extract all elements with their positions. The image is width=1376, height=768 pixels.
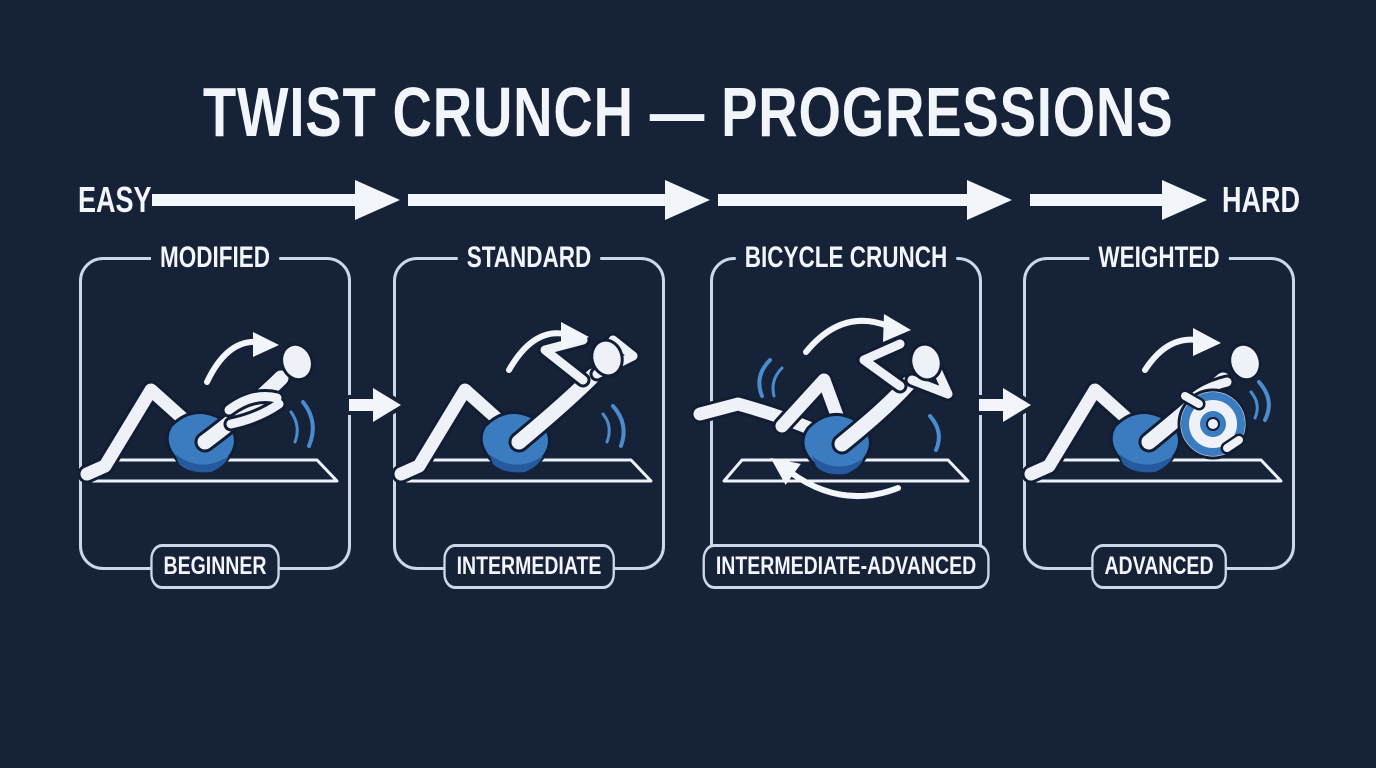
progression-arrow-2 — [408, 180, 710, 220]
panel-modified: MODIFIED BEGINNER — [77, 239, 351, 589]
motion-lines — [289, 400, 315, 448]
bicycle-crunch-figure — [690, 314, 970, 500]
panel-title: BICYCLE CRUNCH — [735, 239, 957, 277]
panel-title: WEIGHTED — [1089, 239, 1229, 277]
motion-lines — [601, 404, 626, 448]
crunch-direction-arrow-icon — [204, 332, 279, 385]
weighted-crunch-figure — [1021, 328, 1283, 484]
figure-body — [391, 332, 641, 484]
panel-bicycle-crunch: BICYCLE CRUNCH — [690, 239, 990, 589]
crunch-direction-arrow-icon — [506, 322, 589, 373]
head — [280, 342, 314, 382]
panel-standard: STANDARD INTERMEDIATE — [391, 239, 665, 589]
progression-arrow-1 — [152, 180, 400, 220]
arms-crossed — [221, 389, 287, 432]
level-badge: ADVANCED — [1091, 544, 1227, 589]
panel-title: STANDARD — [457, 239, 601, 277]
figure-body — [1021, 342, 1262, 484]
progression-arrow-3 — [718, 180, 1012, 220]
modified-crunch-figure — [77, 332, 339, 484]
hands-gripping-plate — [1178, 389, 1246, 455]
figure-body — [77, 342, 314, 484]
twist-arrow-bottom-icon — [770, 457, 901, 500]
head — [590, 338, 624, 378]
crunch-direction-arrow-icon — [1142, 328, 1221, 373]
right-arrow-icon — [975, 384, 1035, 431]
right-arrow-icon — [345, 384, 405, 431]
motion-lines — [1249, 380, 1271, 422]
difficulty-scale-arrows — [152, 180, 1207, 220]
page-title: TWIST CRUNCH — PROGRESSIONS — [0, 73, 1376, 151]
level-badge: INTERMEDIATE — [443, 544, 615, 589]
twist-arrow-top-icon — [803, 314, 911, 355]
level-badge: INTERMEDIATE-ADVANCED — [702, 544, 990, 589]
head — [909, 342, 943, 382]
progression-arrow-4 — [1030, 180, 1207, 220]
exercise-mat — [722, 458, 970, 483]
page-title-text: TWIST CRUNCH — PROGRESSIONS — [202, 73, 1174, 151]
level-badge: BEGINNER — [150, 544, 280, 589]
panel-weighted: WEIGHTED — [1021, 239, 1295, 589]
head — [1228, 342, 1262, 382]
standard-crunch-figure — [391, 322, 653, 484]
motion-lines — [757, 358, 941, 452]
panel-title: MODIFIED — [150, 239, 280, 277]
figure-body — [690, 336, 956, 475]
hard-label: HARD — [1222, 179, 1300, 220]
easy-label: EASY — [78, 179, 152, 220]
